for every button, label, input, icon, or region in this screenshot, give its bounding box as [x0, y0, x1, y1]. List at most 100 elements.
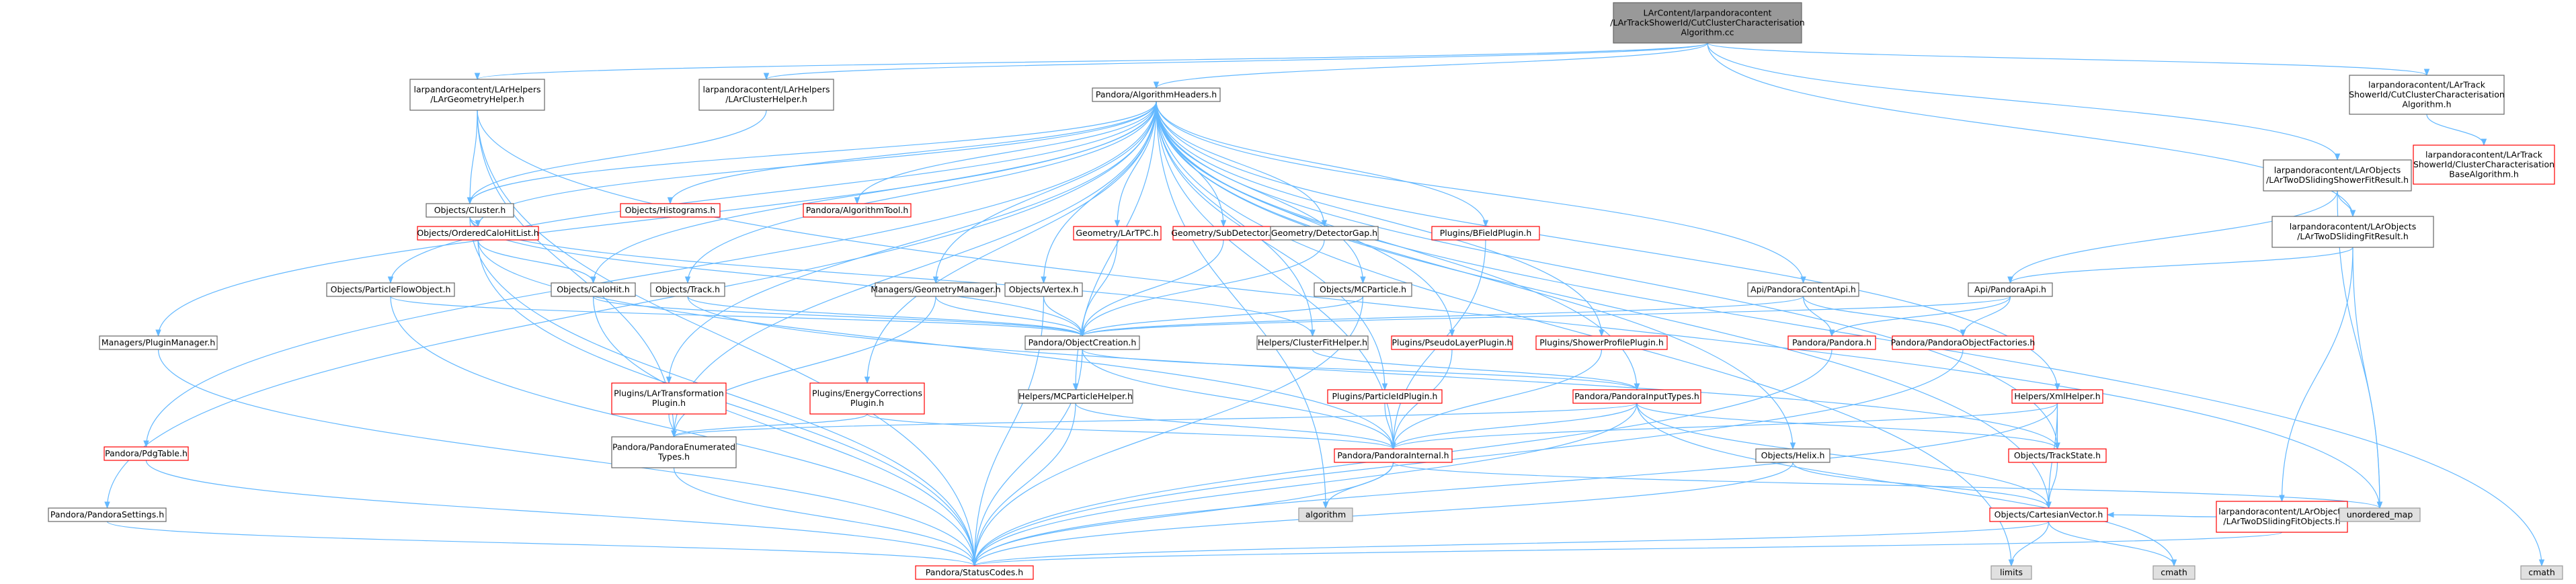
edge-alghdr-to-energycorr [864, 101, 1157, 384]
node-label: Plugins/BFieldPlugin.h [1440, 228, 1532, 238]
node-helix[interactable]: Objects/Helix.h [1755, 448, 1830, 463]
node-internal[interactable]: Pandora/PandoraInternal.h [1334, 448, 1453, 463]
node-subdet[interactable]: Geometry/SubDetector.h [1171, 226, 1276, 241]
node-particleid[interactable]: Plugins/ParticleIdPlugin.h [1327, 389, 1443, 404]
node-pluginmgr[interactable]: Managers/PluginManager.h [99, 335, 218, 350]
node-label: Helpers/MCParticleHelper.h [1018, 391, 1133, 401]
node-statuscodes[interactable]: Pandora/StatusCodes.h [915, 565, 1034, 580]
node-pandoraapi[interactable]: Api/PandoraApi.h [1968, 282, 2053, 297]
node-box [1024, 335, 1140, 350]
edge-alghdr-to-geommgr [932, 101, 1157, 284]
node-vertex[interactable]: Objects/Vertex.h [1004, 282, 1083, 297]
node-twodfit[interactable]: larpandoracontent/LArObjects/LArTwoDSlid… [2271, 216, 2434, 248]
edge-alghdr-to-pluginmgr [155, 101, 1157, 337]
node-xmlhelper[interactable]: Helpers/XmlHelper.h [2011, 389, 2103, 404]
node-box [2008, 448, 2107, 463]
node-box [104, 446, 189, 461]
node-algtool[interactable]: Pandora/AlgorithmTool.h [803, 203, 912, 218]
edge-alghdr-to-bfield [1156, 101, 1489, 228]
node-clusterhelper[interactable]: larpandoracontent/LArHelpers/LArClusterH… [698, 79, 834, 111]
edge-inputtypes-to-internal [1390, 403, 1638, 450]
edge-subdet-to-objcreation [1079, 239, 1224, 337]
node-box [1073, 226, 1162, 241]
edge-cutalgh-to-clusterbase [2426, 114, 2487, 147]
node-pandora[interactable]: Pandora/Pandora.h [1787, 335, 1876, 350]
node-label: Objects/ParticleFlowObject.h [331, 284, 451, 294]
node-clusterfit[interactable]: Helpers/ClusterFitHelper.h [1256, 335, 1369, 350]
node-alghdr[interactable]: Pandora/AlgorithmHeaders.h [1092, 87, 1221, 102]
node-contentapi[interactable]: Api/PandoraContentApi.h [1747, 282, 1859, 297]
node-objcluster[interactable]: Objects/Cluster.h [426, 203, 514, 218]
node-box [2216, 501, 2348, 533]
node-showerprofile[interactable]: Plugins/ShowerProfilePlugin.h [1535, 335, 1668, 350]
node-label: larpandoracontent/LArTrack [2368, 79, 2486, 89]
edge-root-to-twodfit [1707, 42, 2356, 218]
edge-geomhelper-to-enumerated [477, 110, 677, 438]
node-calohit[interactable]: Objects/CaloHit.h [551, 282, 636, 297]
node-geomhelper[interactable]: larpandoracontent/LArHelpers/LArGeometry… [409, 79, 545, 111]
node-box [2349, 75, 2505, 115]
node-label: Pandora/PandoraObjectFactories.h [1891, 337, 2036, 347]
edge-twodfitobj-to-cartesian [2106, 511, 2217, 518]
node-box [2011, 389, 2103, 404]
node-label: Algorithm.cc [1681, 27, 1734, 37]
edge-twodfitobj-to-statuscodes [971, 532, 2283, 567]
node-pdgtable[interactable]: Pandora/PdgTable.h [104, 446, 189, 461]
edge-alghdr-to-cmath2 [1156, 101, 2545, 567]
node-label: larpandoracontent/LArHelpers [702, 85, 830, 95]
node-cartesian[interactable]: Objects/CartesianVector.h [1989, 507, 2108, 522]
node-root[interactable]: LArContent/larpandoracontent/LArTrackSho… [1610, 2, 1805, 44]
node-twodfitobj[interactable]: larpandoracontent/LArObjects/LArTwoDSlid… [2216, 501, 2348, 533]
node-cmath2: cmath [2520, 565, 2563, 580]
node-box [2339, 507, 2421, 522]
node-clusterbase[interactable]: larpandoracontent/LArTrackShowerId/Clust… [2413, 144, 2555, 185]
node-box [48, 507, 167, 522]
node-label: Pandora/PandoraEnumerated [612, 442, 735, 452]
node-trackstate[interactable]: Objects/TrackState.h [2008, 448, 2107, 463]
edge-track-to-trackstate [687, 296, 2060, 450]
node-mcparticle[interactable]: Objects/MCParticle.h [1314, 282, 1412, 297]
node-mchelper[interactable]: Helpers/MCParticleHelper.h [1018, 389, 1133, 404]
node-box [1334, 448, 1453, 463]
node-box [326, 282, 455, 297]
node-bfield[interactable]: Plugins/BFieldPlugin.h [1431, 226, 1540, 241]
edge-detgap-to-objcreation [1079, 239, 1325, 337]
node-objcreation[interactable]: Pandora/ObjectCreation.h [1024, 335, 1140, 350]
node-pfo[interactable]: Objects/ParticleFlowObject.h [326, 282, 455, 297]
node-track[interactable]: Objects/Track.h [650, 282, 725, 297]
node-label: Objects/MCParticle.h [1320, 284, 1406, 294]
node-label: cmath [2528, 567, 2555, 577]
node-label: Pandora/PandoraInputTypes.h [1574, 391, 1699, 401]
node-settings[interactable]: Pandora/PandoraSettings.h [48, 507, 167, 522]
node-box [698, 79, 834, 111]
node-label: Objects/Histograms.h [625, 205, 716, 215]
node-box [611, 382, 727, 415]
node-lartpc[interactable]: Geometry/LArTPC.h [1073, 226, 1162, 241]
node-box [2271, 216, 2434, 248]
node-objfactories[interactable]: Pandora/PandoraObjectFactories.h [1891, 335, 2036, 350]
node-pseudolayer[interactable]: Plugins/PseudoLayerPlugin.h [1391, 335, 1513, 350]
node-label: Pandora/PandoraInternal.h [1337, 450, 1449, 460]
node-inputtypes[interactable]: Pandora/PandoraInputTypes.h [1572, 389, 1701, 404]
node-geommgr[interactable]: Managers/GeometryManager.h [871, 282, 1001, 297]
node-label: Objects/Vertex.h [1009, 284, 1079, 294]
node-twodshower[interactable]: larpandoracontent/LArObjects/LArTwoDSlid… [2263, 159, 2412, 192]
edge-mchelper-to-internal [1075, 403, 1396, 450]
node-detgap[interactable]: Geometry/DetectorGap.h [1270, 226, 1379, 241]
node-cutalgh[interactable]: larpandoracontent/LArTrackShowerId/CutCl… [2349, 75, 2505, 115]
edge-geomhelper-to-statuscodes [477, 110, 977, 567]
node-label: Pandora/ObjectCreation.h [1029, 337, 1137, 347]
node-orderedcalo[interactable]: Objects/OrderedCaloHitList.h [417, 226, 539, 241]
edge-root-to-clusterhelper [764, 42, 1708, 81]
edge-alghdr-to-pdgtable [143, 101, 1157, 448]
edge-alghdr-to-track [684, 101, 1157, 284]
node-box [1787, 335, 1876, 350]
node-objhist[interactable]: Objects/Histograms.h [620, 203, 721, 218]
edge-root-to-twodshower [1707, 42, 2341, 161]
node-label: Objects/Cluster.h [434, 205, 506, 215]
edge-root-to-alghdr [1153, 42, 1708, 89]
edge-mcparticle-to-objcreation [1079, 296, 1364, 337]
